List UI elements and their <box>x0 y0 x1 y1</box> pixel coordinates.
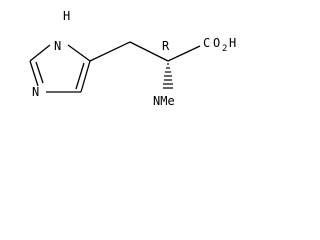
bond-n3-c2 <box>29 60 39 87</box>
carboxyl-group-label: C O 2 H <box>203 36 236 54</box>
bond-n1-c5 <box>67 44 91 62</box>
atom-n1-label: N <box>54 39 61 53</box>
bond-c5-c4-double <box>75 62 85 90</box>
bond-calpha-cooh <box>167 45 201 62</box>
side-chain <box>89 41 201 62</box>
carboxyl-h-label: H <box>229 36 236 50</box>
atom-n1-h-label: H <box>63 9 70 23</box>
molecule-diagram: N H N R C O 2 H NMe <box>29 9 236 108</box>
bond-ring-ch2 <box>89 41 131 62</box>
nme-label: NMe <box>153 94 175 108</box>
atom-n3-label: N <box>32 85 39 99</box>
carboxyl-subscript-label: 2 <box>222 44 227 54</box>
bond-c2-n1 <box>29 44 51 62</box>
stereo-descriptor-label: R <box>162 39 170 53</box>
carboxyl-c-label: C <box>203 36 210 50</box>
bond-ch2-calpha <box>129 41 169 62</box>
carboxyl-o-label: O <box>213 36 220 50</box>
structure-canvas: N H N R C O 2 H NMe <box>0 0 271 139</box>
bond-n3-c2-double <box>35 61 44 84</box>
hashed-wedge-bond <box>163 63 173 89</box>
imidazole-ring <box>29 44 91 93</box>
bond-c5-c4 <box>80 60 91 93</box>
